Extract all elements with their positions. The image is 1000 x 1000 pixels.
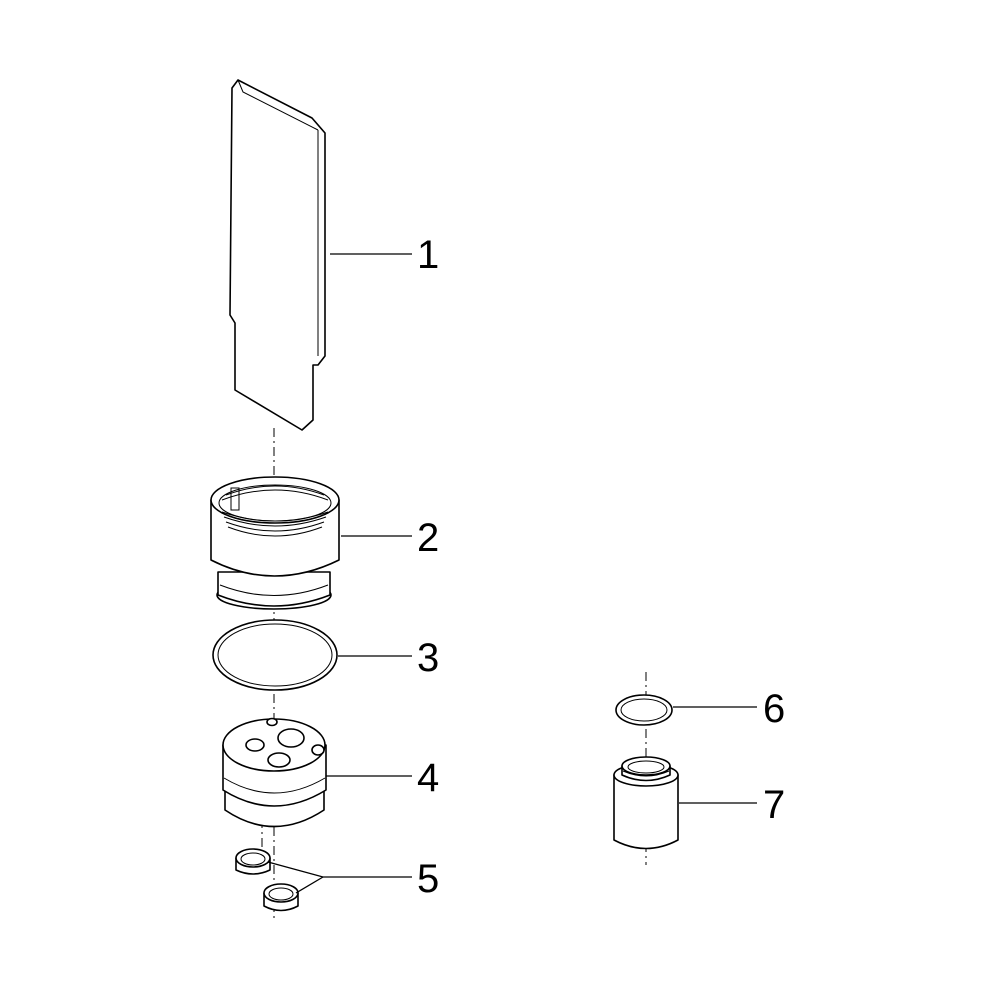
- leader-5b: [295, 876, 324, 894]
- part-7-extension: [613, 756, 679, 850]
- callout-4: 4: [417, 756, 439, 800]
- callout-6: 6: [763, 687, 785, 731]
- seal-lower: [263, 883, 299, 912]
- part-5-seals: [235, 848, 299, 912]
- seal-upper: [235, 848, 271, 875]
- callout-1: 1: [417, 233, 439, 277]
- callout-3: 3: [417, 636, 439, 680]
- leader-5: [267, 861, 412, 878]
- part-2-cap-nut: [210, 476, 340, 610]
- part-6-small-o-ring: [615, 694, 673, 726]
- part-3-o-ring: [212, 619, 338, 691]
- part-1-lever: [229, 79, 326, 431]
- callout-2: 2: [417, 516, 439, 560]
- part-4-cartridge: [222, 717, 327, 828]
- callout-7: 7: [763, 783, 785, 827]
- callout-5: 5: [417, 857, 439, 901]
- leader-lines: [267, 253, 757, 894]
- callout-labels: 1 2 3 4 5 6 7: [417, 233, 785, 901]
